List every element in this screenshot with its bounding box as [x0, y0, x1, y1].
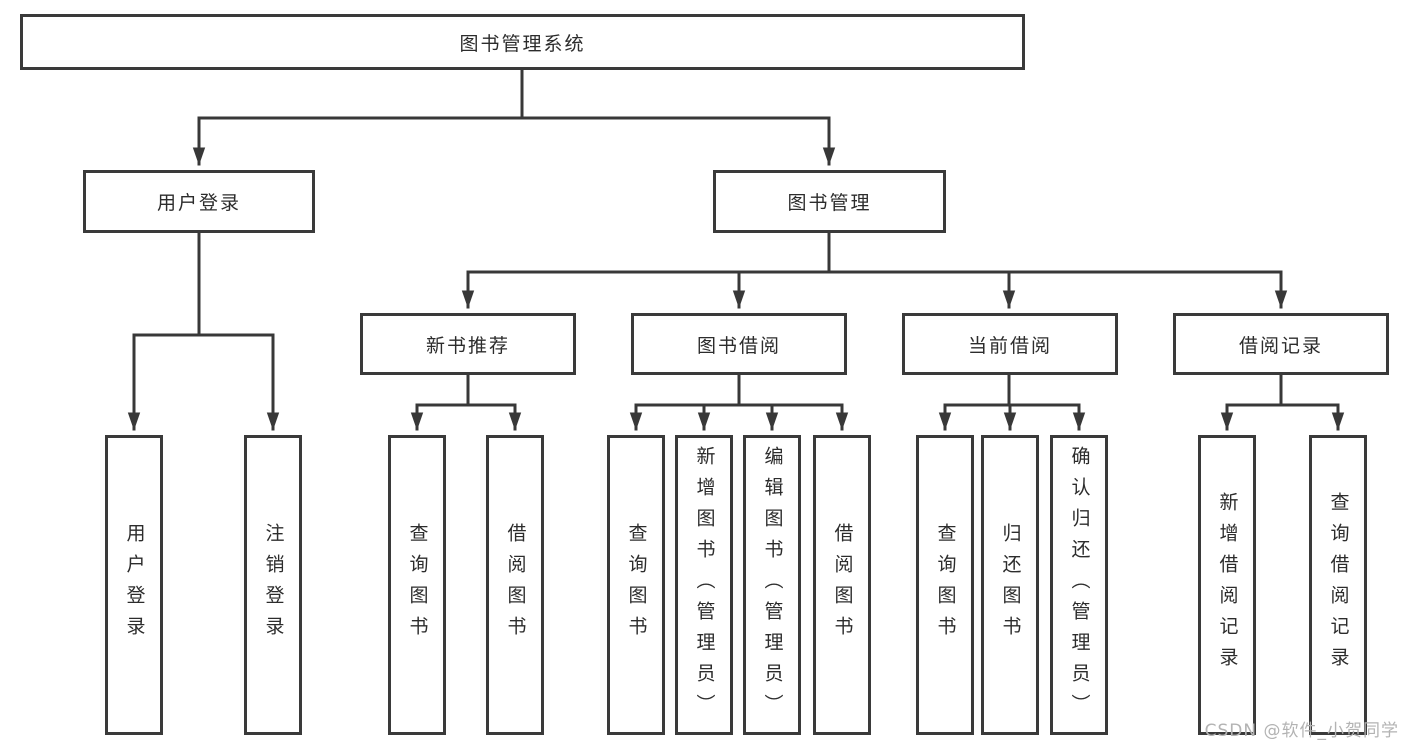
leaf-add-books-admin: 新增图书（管理员）	[675, 435, 733, 735]
connector-new-book-to-leaves	[410, 373, 522, 431]
leaf-borrow-books-recommend: 借阅图书	[486, 435, 544, 735]
connector-book-borrowing-to-leaves	[629, 373, 849, 431]
node-library-management-system: 图书管理系统	[20, 14, 1025, 70]
node-book-borrowing: 图书借阅	[631, 313, 847, 375]
leaf-query-books-current: 查询图书	[916, 435, 974, 735]
leaf-query-books-recommend: 查询图书	[388, 435, 446, 735]
connector-current-borrowing-to-leaves	[938, 373, 1086, 431]
node-borrowing-records: 借阅记录	[1173, 313, 1389, 375]
connector-root-to-level2	[192, 68, 836, 166]
leaf-add-borrow-record: 新增借阅记录	[1198, 435, 1256, 735]
leaf-query-borrow-record: 查询借阅记录	[1309, 435, 1367, 735]
connector-book-management-to-level3	[461, 231, 1288, 309]
node-new-book-recommendation: 新书推荐	[360, 313, 576, 375]
leaf-query-books-borrow: 查询图书	[607, 435, 665, 735]
node-book-management: 图书管理	[713, 170, 946, 233]
leaf-logout: 注销登录	[244, 435, 302, 735]
connector-user-login-to-leaves	[127, 231, 280, 431]
csdn-watermark: CSDN @软件_小贺同学	[1204, 721, 1399, 741]
connector-borrowing-records-to-leaves	[1220, 373, 1345, 431]
node-current-borrowing: 当前借阅	[902, 313, 1118, 375]
leaf-edit-books-admin: 编辑图书（管理员）	[743, 435, 801, 735]
leaf-return-books: 归还图书	[981, 435, 1039, 735]
leaf-user-login: 用户登录	[105, 435, 163, 735]
leaf-confirm-return-admin: 确认归还（管理员）	[1050, 435, 1108, 735]
leaf-borrow-books: 借阅图书	[813, 435, 871, 735]
node-user-login: 用户登录	[83, 170, 315, 233]
